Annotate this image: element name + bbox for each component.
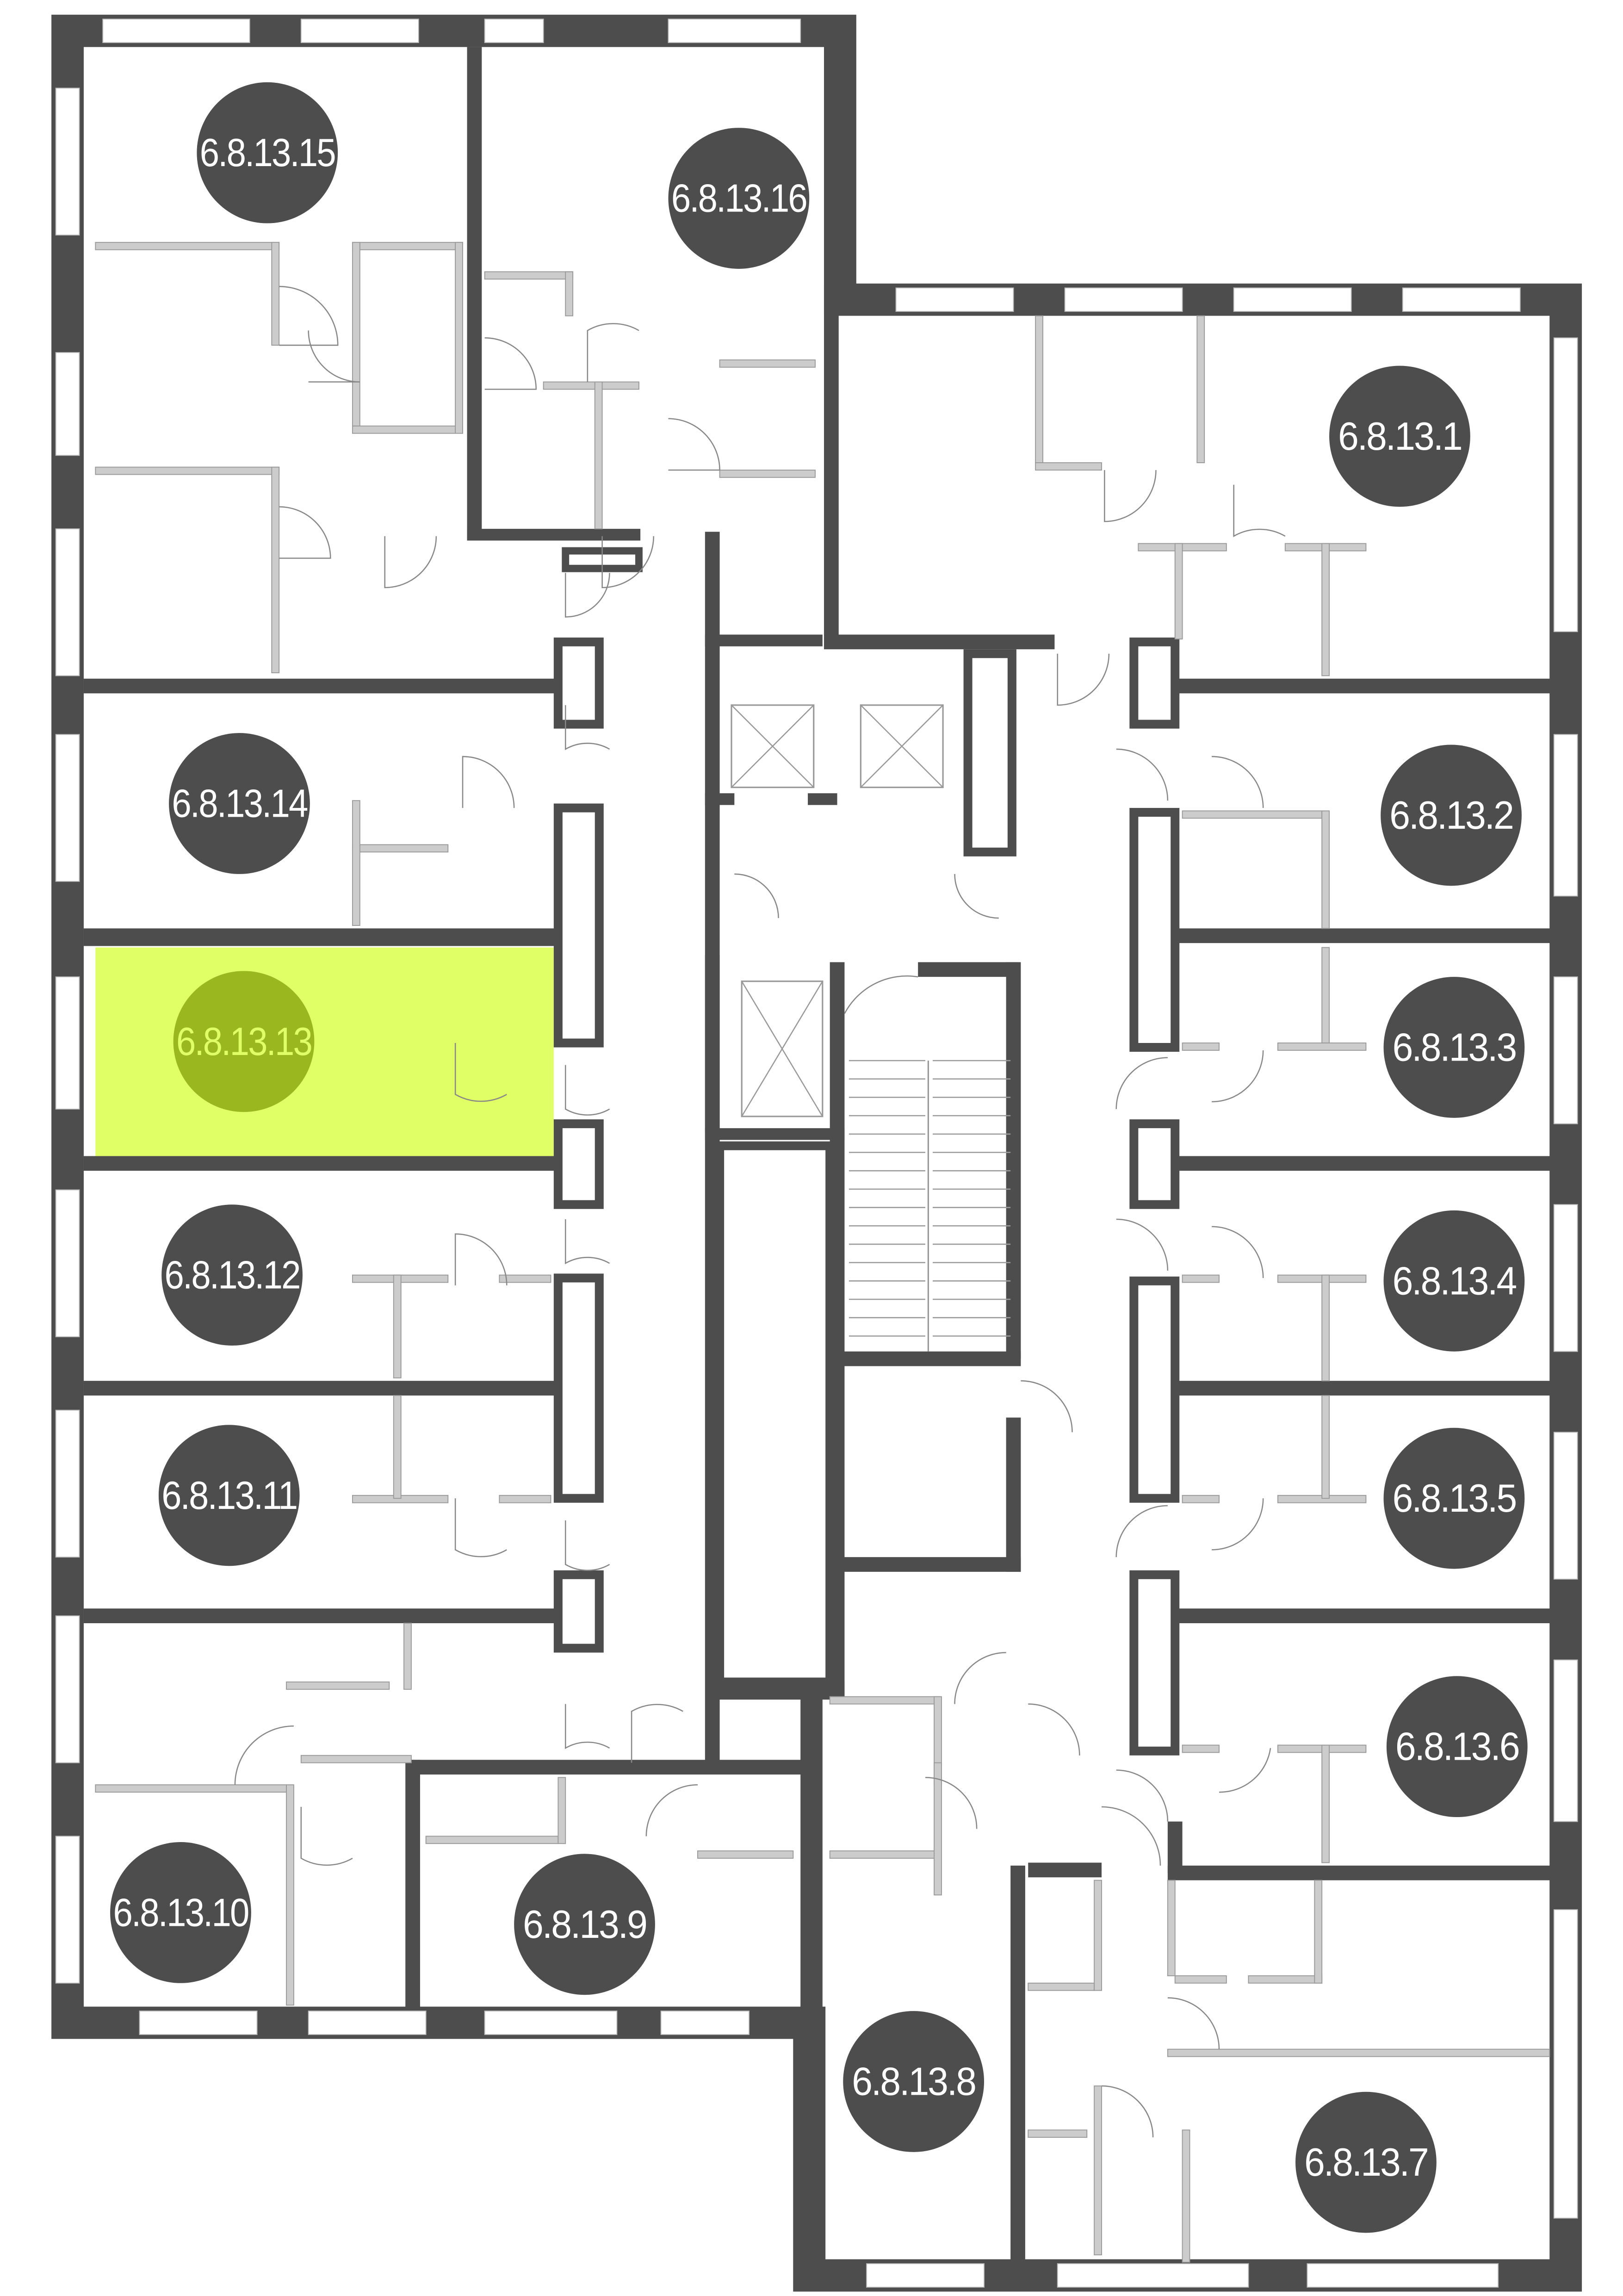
partitions	[95, 242, 1550, 2263]
unit-marker-6.8.13.7[interactable]: 6.8.13.7	[1295, 2091, 1437, 2233]
unit-label: 6.8.13.1	[1338, 414, 1462, 459]
unit-marker-circle[interactable]	[161, 1204, 303, 1346]
unit-label: 6.8.13.15	[200, 130, 335, 175]
unit-marker-circle[interactable]	[1295, 2091, 1437, 2233]
unit-marker-circle[interactable]	[158, 1425, 300, 1566]
unit-marker-6.8.13.6[interactable]: 6.8.13.6	[1386, 1676, 1528, 1818]
unit-label: 6.8.13.3	[1393, 1025, 1516, 1070]
unit-marker-6.8.13.16[interactable]: 6.8.13.16	[668, 128, 810, 269]
unit-marker-circle[interactable]	[1383, 1427, 1525, 1569]
staircase	[849, 1060, 1011, 1352]
unit-marker-6.8.13.2[interactable]: 6.8.13.2	[1381, 745, 1522, 886]
unit-marker-circle[interactable]	[110, 1842, 251, 1983]
unit-marker-circle[interactable]	[173, 971, 315, 1112]
elevator-icon	[860, 704, 944, 788]
doors	[234, 285, 1286, 2138]
unit-label: 6.8.13.7	[1304, 2140, 1428, 2184]
elevators	[731, 704, 944, 1117]
unit-marker-6.8.13.15[interactable]: 6.8.13.15	[197, 82, 338, 223]
unit-label: 6.8.13.6	[1395, 1725, 1519, 1769]
unit-marker-6.8.13.11[interactable]: 6.8.13.11	[158, 1425, 300, 1566]
unit-label: 6.8.13.14	[172, 782, 307, 826]
unit-marker-circle[interactable]	[514, 1854, 655, 1995]
elevator-icon	[741, 980, 824, 1117]
unit-marker-circle[interactable]	[668, 128, 810, 269]
unit-marker-circle[interactable]	[169, 733, 310, 874]
unit-label: 6.8.13.9	[523, 1902, 646, 1947]
windows	[55, 19, 1578, 2288]
unit-label: 6.8.13.5	[1393, 1476, 1516, 1520]
unit-label: 6.8.13.2	[1389, 793, 1513, 838]
unit-marker-circle[interactable]	[1329, 366, 1470, 507]
unit-marker-circle[interactable]	[843, 2011, 985, 2152]
unit-marker-6.8.13.8[interactable]: 6.8.13.8	[843, 2011, 985, 2152]
unit-marker-circle[interactable]	[1381, 745, 1522, 886]
unit-label: 6.8.13.12	[165, 1253, 300, 1297]
unit-marker-6.8.13.14[interactable]: 6.8.13.14	[169, 733, 310, 874]
interior-walls	[83, 47, 1553, 2292]
unit-label: 6.8.13.4	[1393, 1259, 1517, 1303]
unit-label: 6.8.13.13	[176, 1019, 311, 1064]
shafts	[553, 547, 1180, 1756]
unit-marker-6.8.13.1[interactable]: 6.8.13.1	[1329, 366, 1470, 507]
unit-label: 6.8.13.10	[113, 1890, 248, 1935]
unit-marker-6.8.13.4[interactable]: 6.8.13.4	[1383, 1210, 1525, 1352]
unit-markers: 6.8.13.1 6.8.13.2 6.8.13.3 6.8.13.4 6.8.13.5…	[110, 82, 1528, 2233]
unit-marker-6.8.13.12[interactable]: 6.8.13.12	[161, 1204, 303, 1346]
unit-label: 6.8.13.16	[671, 176, 806, 221]
unit-marker-circle[interactable]	[1386, 1676, 1528, 1818]
unit-marker-6.8.13.10[interactable]: 6.8.13.10	[110, 1842, 251, 1983]
unit-marker-circle[interactable]	[1383, 1210, 1525, 1352]
unit-marker-circle[interactable]	[1383, 977, 1525, 1118]
unit-marker-circle[interactable]	[197, 82, 338, 223]
unit-area-6.8.13.13[interactable]	[95, 947, 554, 1156]
unit-marker-6.8.13.13[interactable]: 6.8.13.13	[173, 971, 315, 1112]
unit-label: 6.8.13.11	[161, 1473, 297, 1518]
unit-marker-6.8.13.3[interactable]: 6.8.13.3	[1383, 977, 1525, 1118]
elevator-icon	[731, 704, 815, 788]
unit-marker-6.8.13.5[interactable]: 6.8.13.5	[1383, 1427, 1525, 1569]
unit-label: 6.8.13.8	[852, 2059, 975, 2104]
unit-marker-6.8.13.9[interactable]: 6.8.13.9	[514, 1854, 655, 1995]
